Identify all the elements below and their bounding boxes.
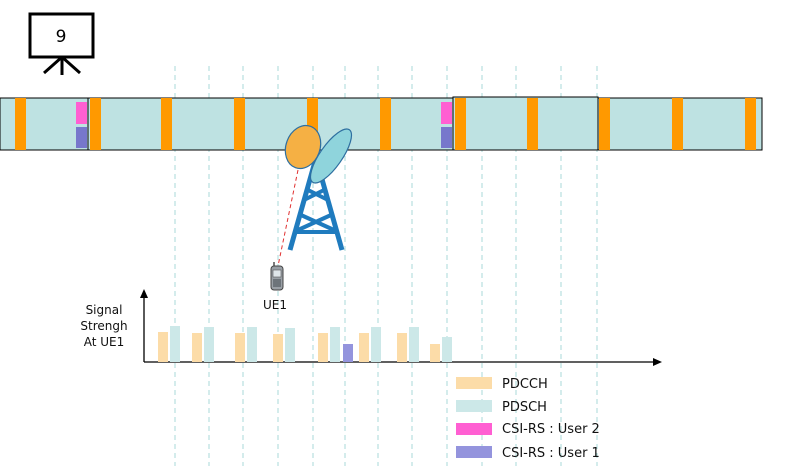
orange-beam-lobe (284, 124, 322, 170)
mobile-phone-icon (270, 262, 284, 291)
signal-bar (442, 337, 452, 362)
pdcch-marker (380, 98, 391, 150)
legend: PDCCH PDSCH CSI-RS : User 2 CSI-RS : Use… (456, 377, 600, 461)
pdcch-marker (745, 98, 756, 150)
legend-label-pdsch: PDSCH (502, 400, 547, 415)
signal-bar (330, 327, 340, 362)
signal-bar (397, 333, 407, 362)
subframe-band (0, 96, 763, 151)
pdcch-marker (455, 98, 466, 150)
signal-link (277, 169, 299, 267)
csi-rs-user1-marker (441, 127, 452, 148)
signal-bar (285, 328, 295, 362)
pdcch-marker (234, 98, 245, 150)
signal-bar (158, 332, 168, 362)
pdcch-marker (90, 98, 101, 150)
signal-bar (430, 344, 440, 362)
blue-beam-lobe (309, 128, 353, 184)
csi-rs-user1-marker (76, 127, 87, 148)
signal-bar (247, 327, 257, 362)
pdcch-marker (672, 98, 683, 150)
legend-label-csi-user1: CSI-RS : User 1 (502, 446, 600, 461)
pdcch-marker (599, 98, 610, 150)
signal-bar (273, 334, 283, 362)
signal-bar (235, 333, 245, 362)
y-axis-label-line-3: At UE1 (84, 335, 125, 349)
pdcch-marker (15, 98, 26, 150)
signal-bar (343, 344, 353, 362)
signal-bar (170, 326, 180, 362)
y-axis-label-line-1: Signal (86, 303, 123, 317)
legend-swatch-csi-user2 (456, 423, 492, 435)
legend-label-pdcch: PDCCH (502, 377, 548, 392)
signal-bar (359, 333, 369, 362)
signal-bar (192, 333, 202, 362)
legend-label-csi-user2: CSI-RS : User 2 (502, 422, 600, 437)
csi-rs-user2-marker (76, 102, 87, 124)
signal-bar (409, 327, 419, 362)
signal-bar (318, 333, 328, 362)
signal-bar (204, 327, 214, 362)
projector-screen-icon: 9 (28, 12, 95, 75)
legend-swatch-csi-user1 (456, 446, 492, 458)
signal-bars (158, 326, 452, 362)
legend-swatch-pdsch (456, 400, 492, 412)
slide-number: 9 (56, 27, 67, 47)
subframe-segment (87, 97, 454, 151)
subframe-segment (0, 97, 89, 151)
pdcch-marker (161, 98, 172, 150)
pdcch-marker (307, 98, 318, 150)
y-axis-label-line-2: Strengh (80, 319, 127, 333)
subframe-segment (452, 96, 599, 151)
signal-bar (371, 327, 381, 362)
csi-rs-user2-marker (441, 102, 452, 124)
pdcch-marker (527, 98, 538, 150)
legend-swatch-pdcch (456, 377, 492, 389)
ue-label: UE1 (263, 298, 287, 312)
